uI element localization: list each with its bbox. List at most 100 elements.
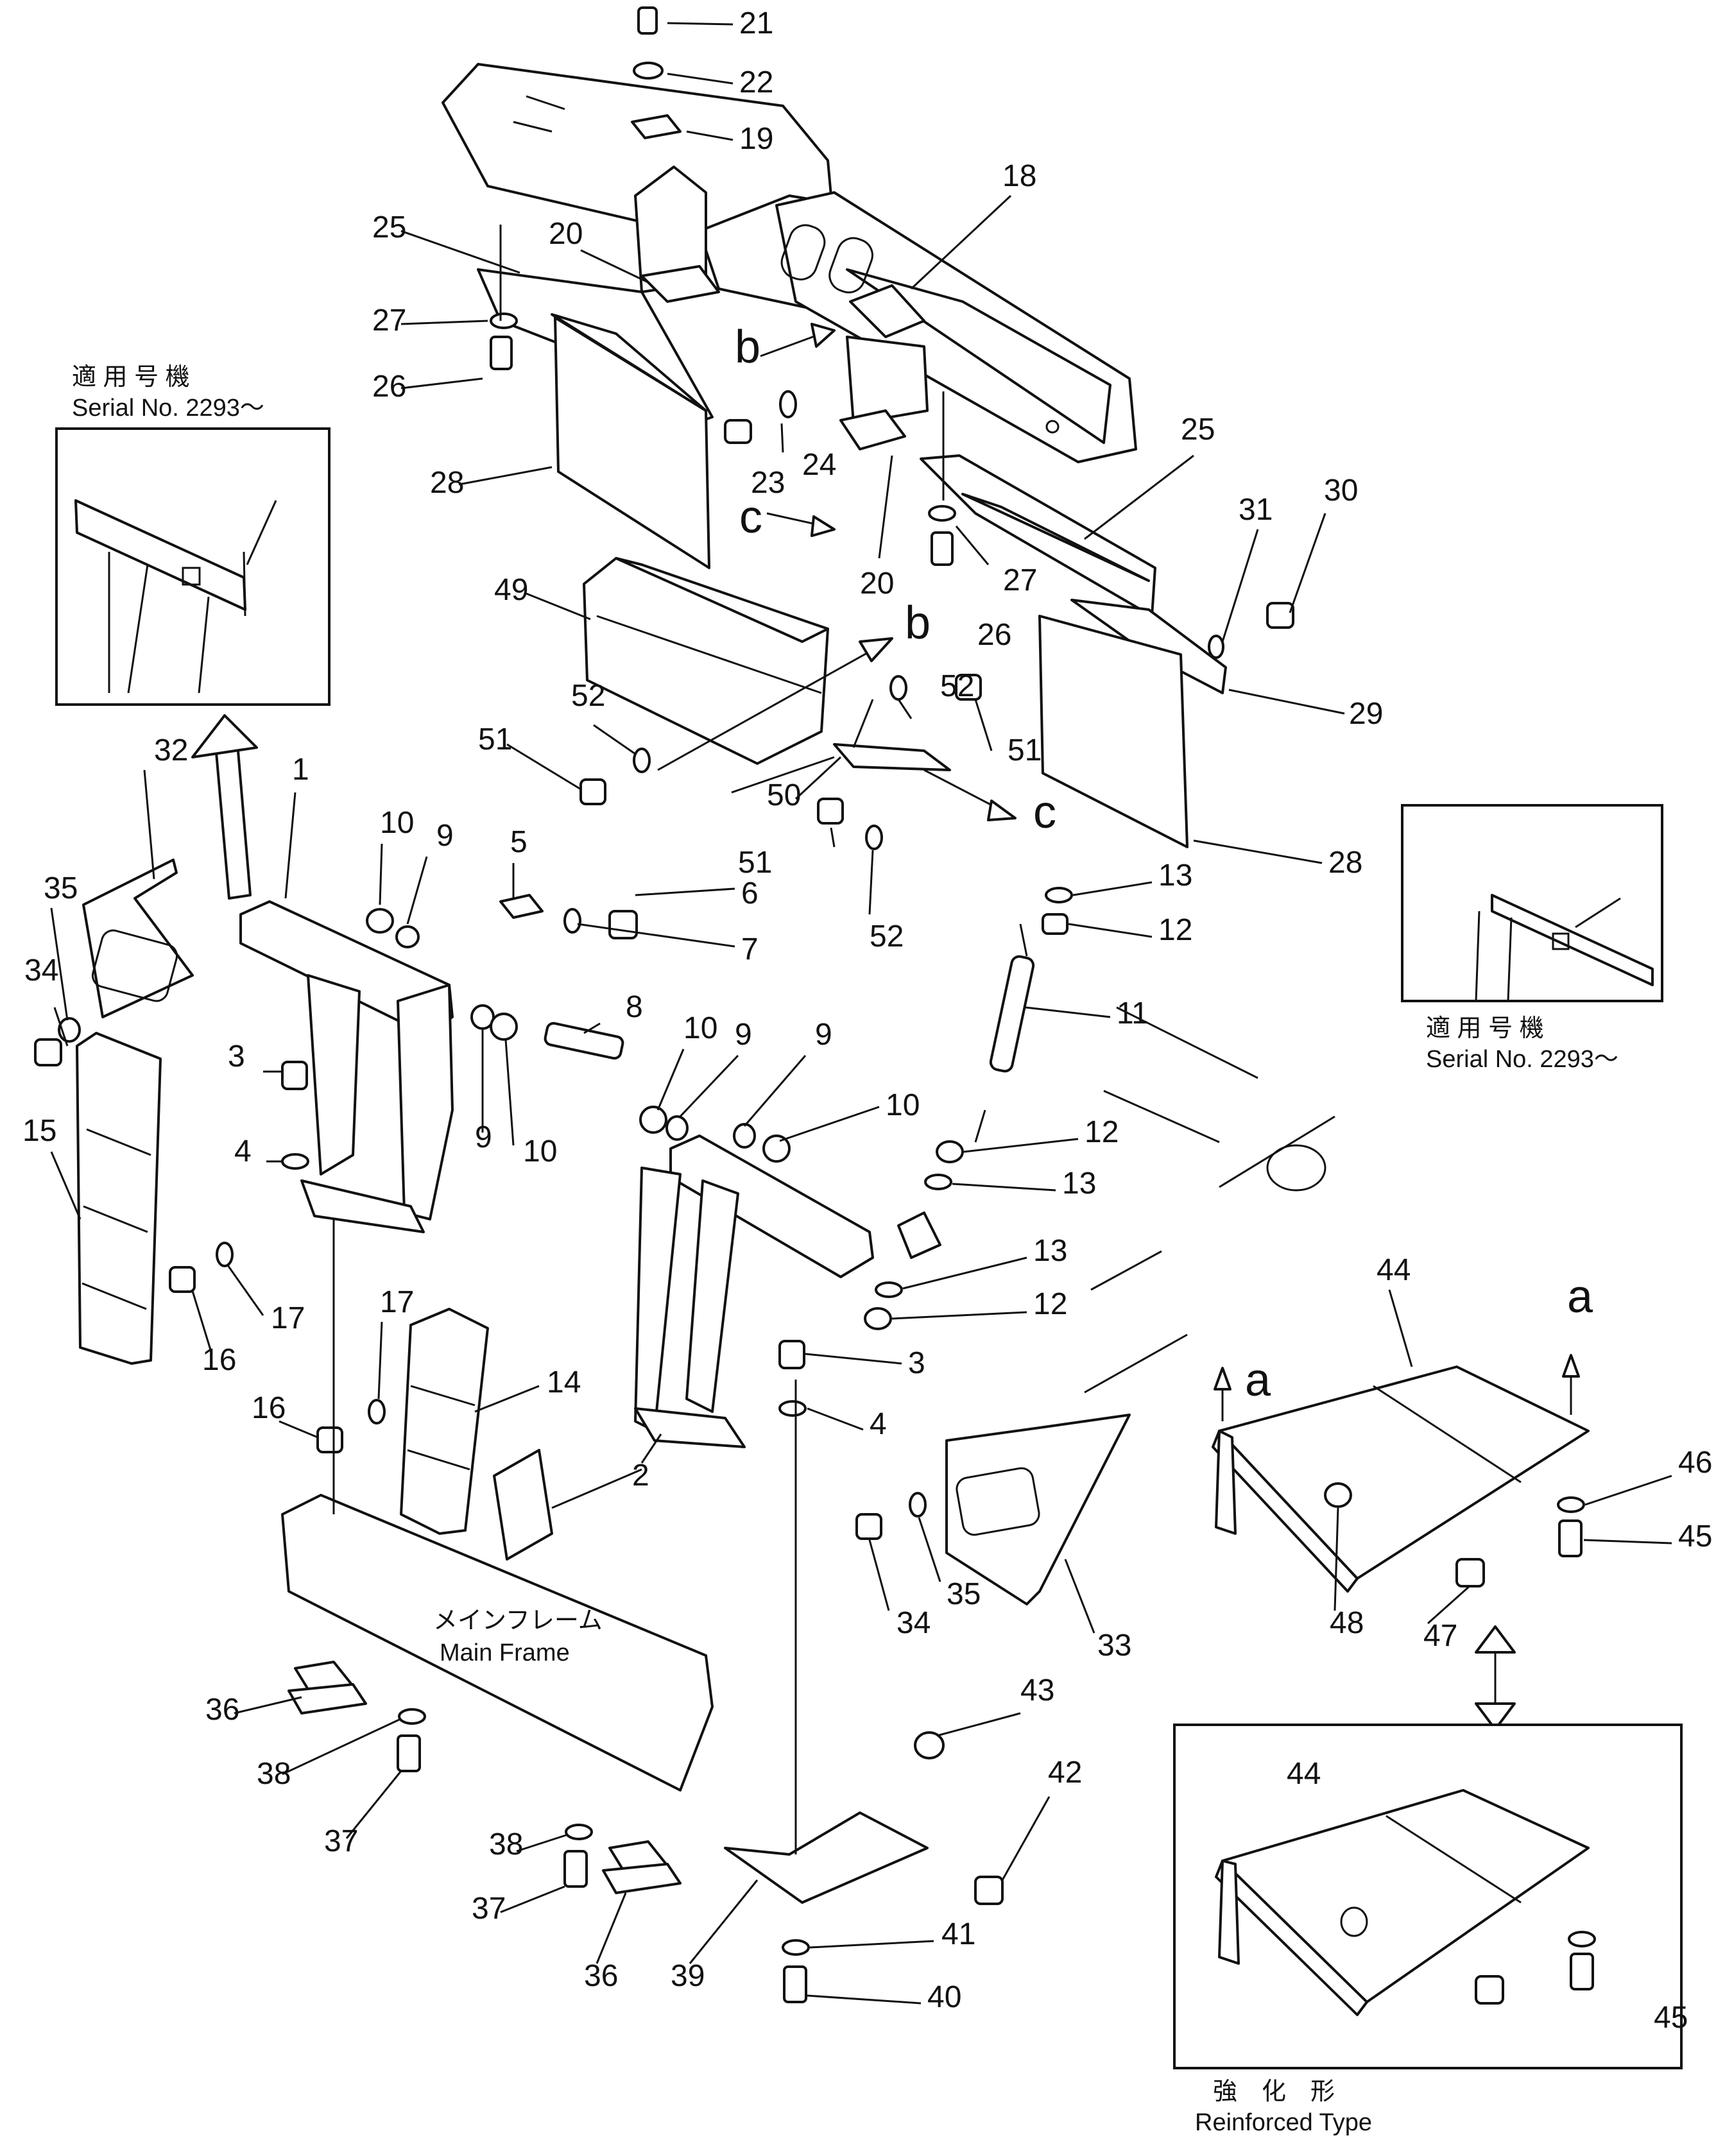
callout-45: 45 (1678, 1519, 1712, 1553)
ladder-14 (400, 1308, 489, 1535)
callout-23: 23 (751, 466, 785, 500)
callout-13: 13 (1158, 859, 1192, 893)
view-letter-c: c (1033, 787, 1056, 838)
bracket-20-lower (839, 336, 929, 450)
callout-14: 14 (547, 1365, 581, 1399)
callout-10: 10 (683, 1011, 717, 1045)
callout-46: 46 (1678, 1446, 1712, 1480)
callout-31: 31 (1239, 493, 1273, 527)
callout-51: 51 (478, 723, 512, 757)
inset-left (55, 427, 330, 706)
alternative-arrow (1475, 1625, 1516, 1731)
callout-27: 27 (372, 304, 406, 338)
callout-9: 9 (436, 819, 454, 853)
view-letter-c: c (739, 492, 762, 543)
callout-37: 37 (472, 1892, 506, 1926)
callout-28: 28 (1328, 846, 1362, 880)
callout-13: 13 (1062, 1167, 1096, 1201)
callout-35: 35 (44, 871, 78, 905)
callout-43: 43 (1020, 1673, 1054, 1707)
ladder-15 (76, 1032, 162, 1365)
callout-11: 11 (1117, 997, 1149, 1031)
mud-flap-28-left (554, 316, 710, 569)
bracket-20-upper (634, 166, 720, 303)
bracket-50 (833, 699, 951, 771)
callout-16: 16 (202, 1343, 236, 1377)
inset-arrow (191, 714, 258, 900)
direction-arrows (657, 323, 1580, 1421)
callout-32: 32 (154, 733, 188, 767)
step-32 (82, 859, 194, 1018)
callout-22: 22 (739, 65, 773, 99)
callout-9: 9 (475, 1120, 492, 1154)
main-frame (281, 1006, 1335, 1792)
callout-37: 37 (324, 1824, 358, 1858)
callout-29: 29 (1349, 697, 1383, 731)
callout-8: 8 (626, 990, 643, 1024)
callout-17: 17 (271, 1301, 305, 1335)
view-letter-a: a (1245, 1355, 1271, 1406)
callout-50: 50 (767, 778, 801, 812)
callout-12: 12 (1085, 1115, 1119, 1149)
callout-48: 48 (1330, 1606, 1364, 1640)
callout-4: 4 (234, 1134, 252, 1168)
callout-34: 34 (24, 954, 58, 988)
callout-27: 27 (1003, 563, 1037, 597)
callout-1: 1 (292, 753, 309, 787)
callout-38: 38 (489, 1827, 523, 1861)
callout-12: 12 (1033, 1287, 1067, 1321)
callout-20: 20 (549, 217, 583, 251)
plate-39 (724, 1811, 929, 1904)
inset-left-caption-en: Serial No. 2293～ (72, 395, 264, 422)
fasteners (34, 6, 1585, 2003)
pillar-2 (634, 1134, 874, 1448)
main-frame-label-en: Main Frame (440, 1639, 570, 1666)
step-33 (945, 1414, 1131, 1605)
callout-41: 41 (941, 1917, 975, 1951)
callout-51: 51 (738, 846, 772, 880)
callout-40: 40 (927, 1980, 961, 2014)
leader-lines (50, 22, 1672, 2016)
pillar-1 (239, 900, 454, 1233)
callout-52: 52 (571, 679, 605, 713)
callout-33: 33 (1097, 1629, 1131, 1663)
upper-stay-assembly (442, 63, 1137, 463)
callout-49: 49 (494, 573, 528, 607)
callout-6: 6 (741, 877, 759, 911)
callout-45: 45 (1654, 2001, 1688, 2035)
inset-reinforced-caption-en: Reinforced Type (1195, 2109, 1372, 2136)
callout-3: 3 (228, 1040, 245, 1074)
bracket-36-left (287, 1661, 367, 1715)
callout-26: 26 (977, 618, 1011, 652)
callout-10: 10 (380, 806, 414, 840)
callout-12: 12 (1158, 913, 1192, 947)
inset-reinforced-caption-ja: 強 化 形 (1213, 2078, 1335, 2105)
callout-35: 35 (947, 1577, 981, 1611)
callout-44: 44 (1287, 1757, 1321, 1791)
callout-7: 7 (741, 932, 759, 966)
inset-reinforced (1173, 1724, 1683, 2069)
callout-19: 19 (739, 122, 773, 156)
bracket-2-lower (493, 1449, 553, 1561)
cover-44 (1212, 1365, 1590, 1593)
callout-28: 28 (430, 466, 464, 500)
bracket-25-right (920, 454, 1156, 617)
callout-10: 10 (886, 1088, 920, 1122)
inset-right (1401, 804, 1663, 1002)
callout-25: 25 (372, 210, 406, 244)
cover-49 (583, 557, 829, 765)
callout-38: 38 (257, 1757, 291, 1791)
callout-5: 5 (510, 825, 528, 859)
callout-15: 15 (22, 1114, 56, 1148)
callout-25: 25 (1181, 413, 1215, 447)
callout-20: 20 (860, 567, 894, 601)
callout-4: 4 (870, 1407, 887, 1441)
callout-52: 52 (940, 669, 974, 703)
callout-51: 51 (1008, 733, 1042, 767)
callout-47: 47 (1423, 1619, 1457, 1653)
callout-39: 39 (671, 1959, 705, 1993)
callout-18: 18 (1002, 159, 1036, 193)
